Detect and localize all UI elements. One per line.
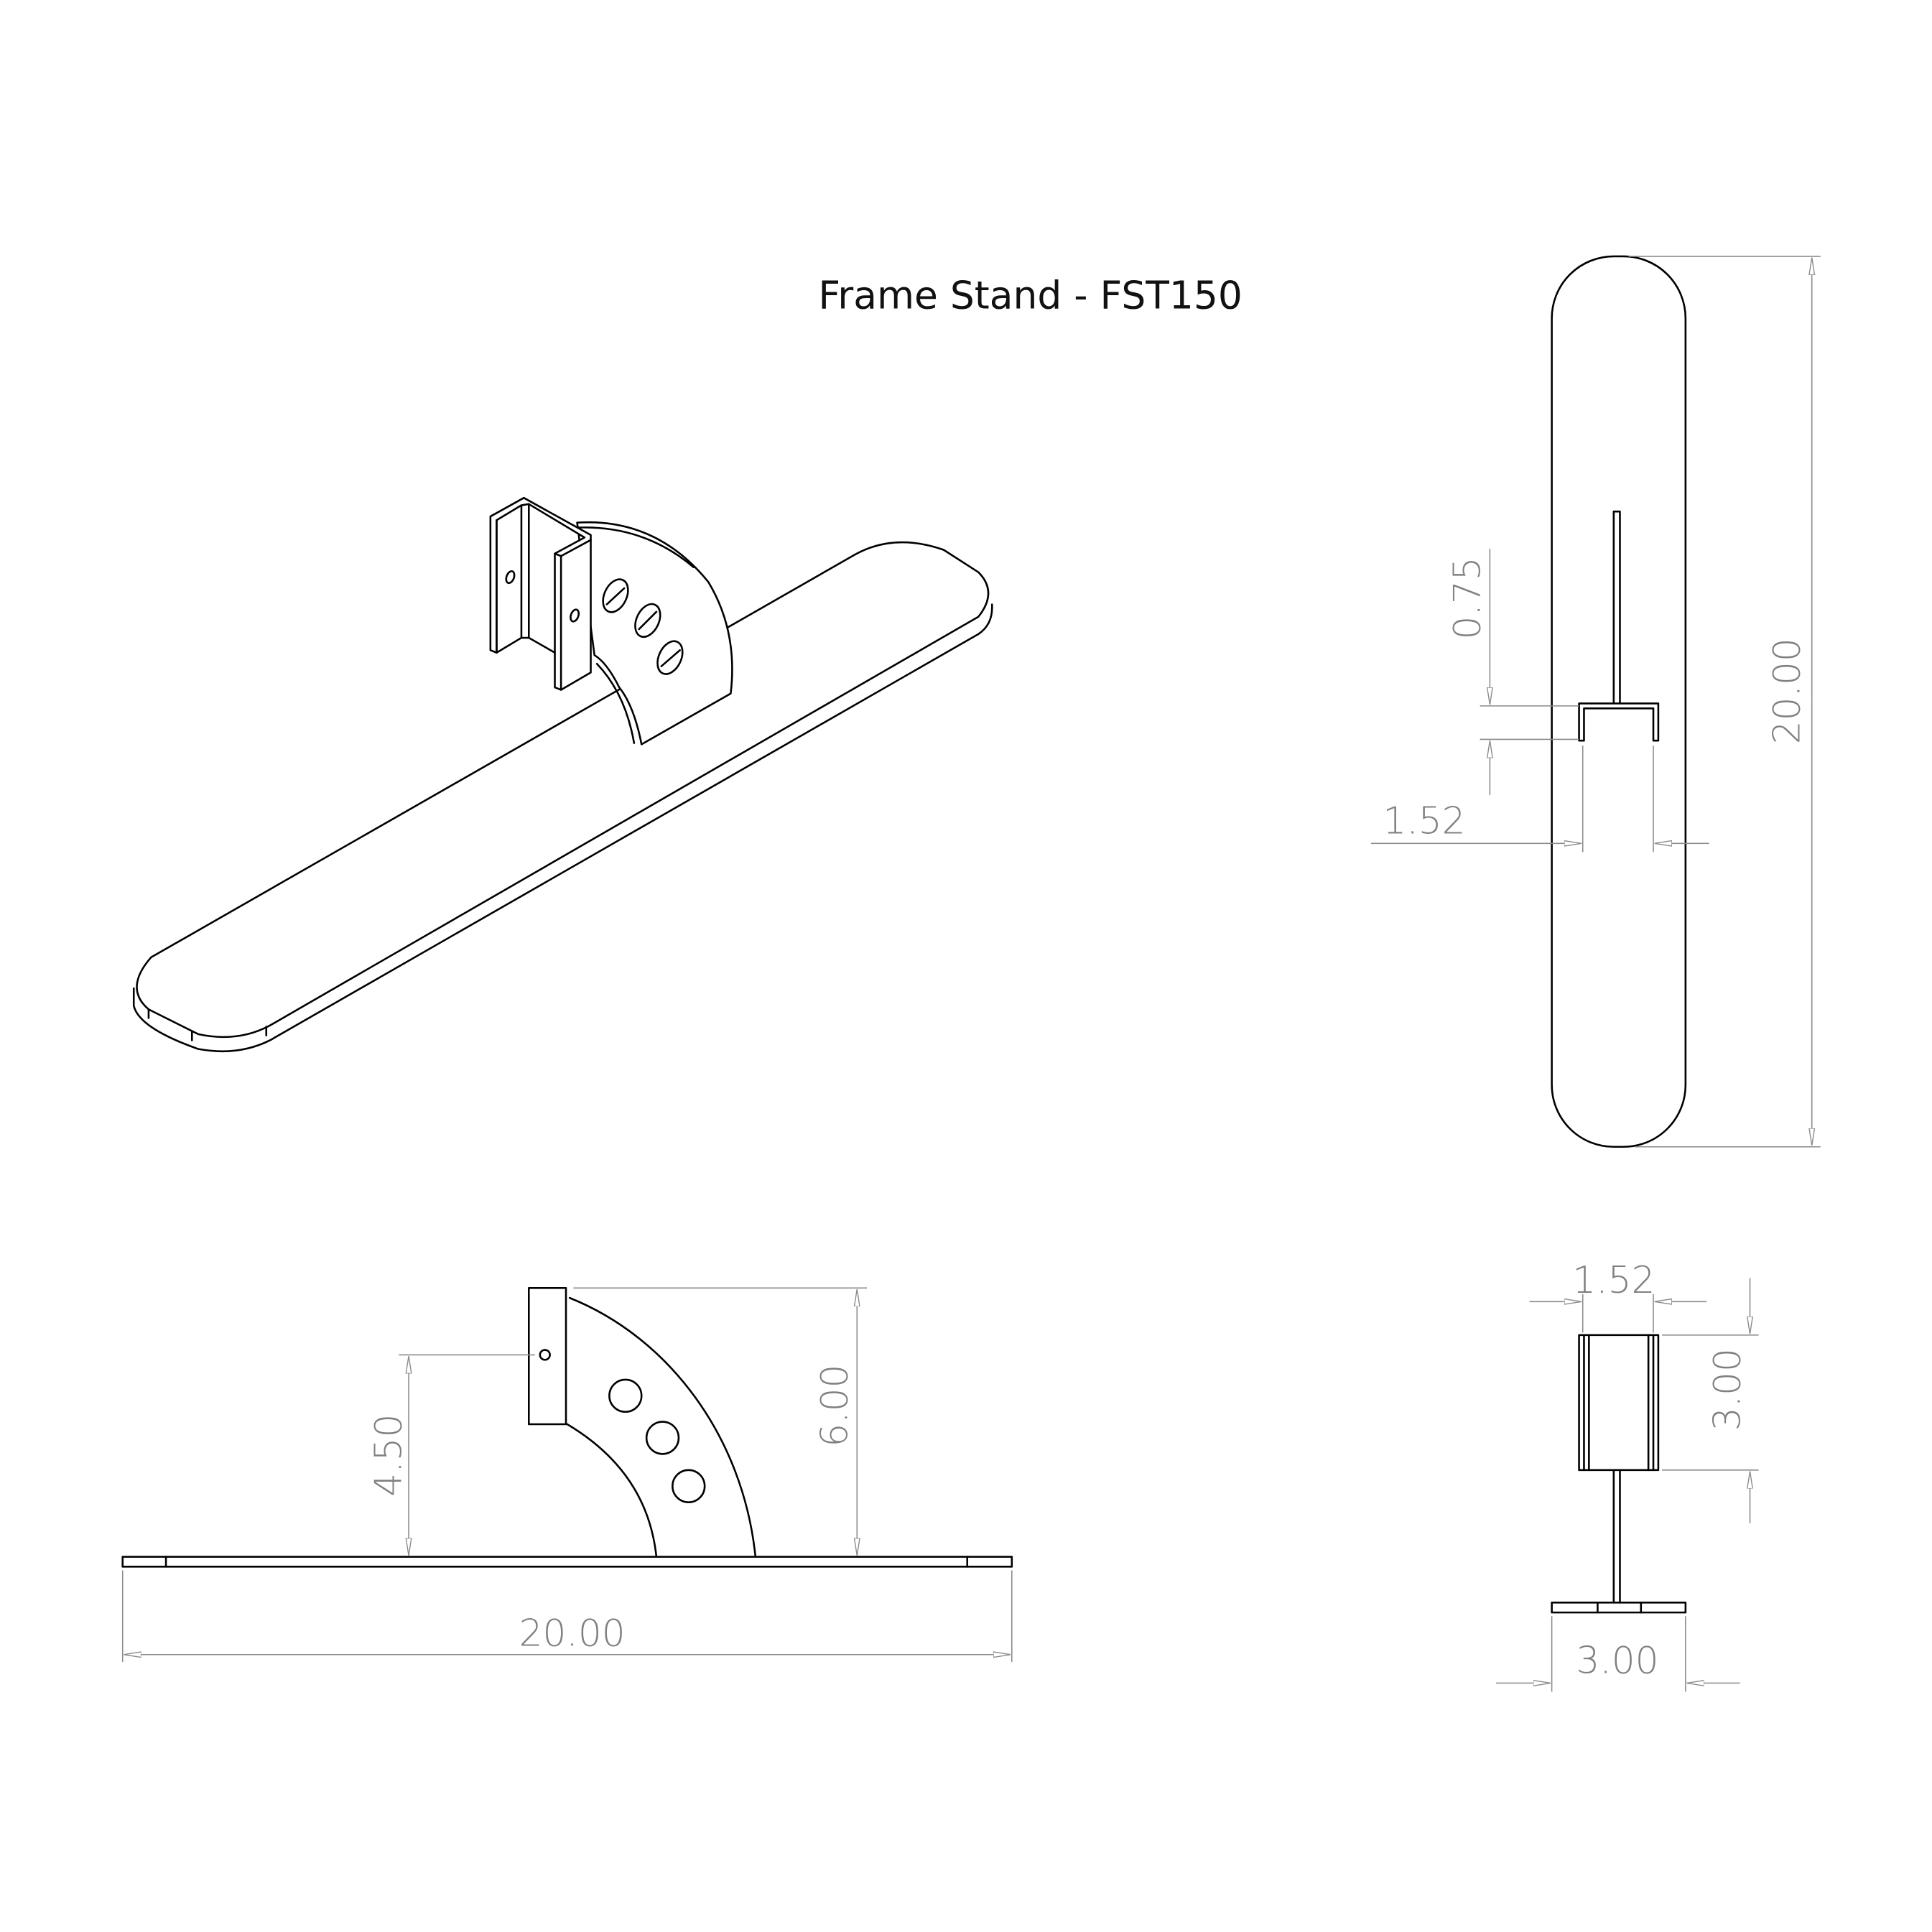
dim-top-offset: 0.75 <box>1446 557 1490 639</box>
side-view: 1.52 3.00 3.00 <box>1496 1259 1759 1692</box>
dim-side-channel: 1.52 <box>1572 1259 1655 1302</box>
isometric-view <box>132 496 993 1053</box>
dim-front-hole-height: 4.50 <box>368 1414 411 1497</box>
top-view: 20.00 0.75 1.52 <box>1370 255 1821 1148</box>
dim-top-channel: 1.52 <box>1383 799 1465 842</box>
drawing-title: Frame Stand - FST150 <box>818 272 1243 317</box>
front-view: 6.00 4.50 20.00 <box>121 1287 1013 1663</box>
dim-top-length: 20.00 <box>1765 638 1808 744</box>
dim-side-height: 3.00 <box>1706 1348 1750 1431</box>
dim-side-base: 3.00 <box>1576 1640 1658 1683</box>
dim-front-height: 6.00 <box>813 1365 856 1447</box>
dim-front-length: 20.00 <box>519 1612 626 1655</box>
